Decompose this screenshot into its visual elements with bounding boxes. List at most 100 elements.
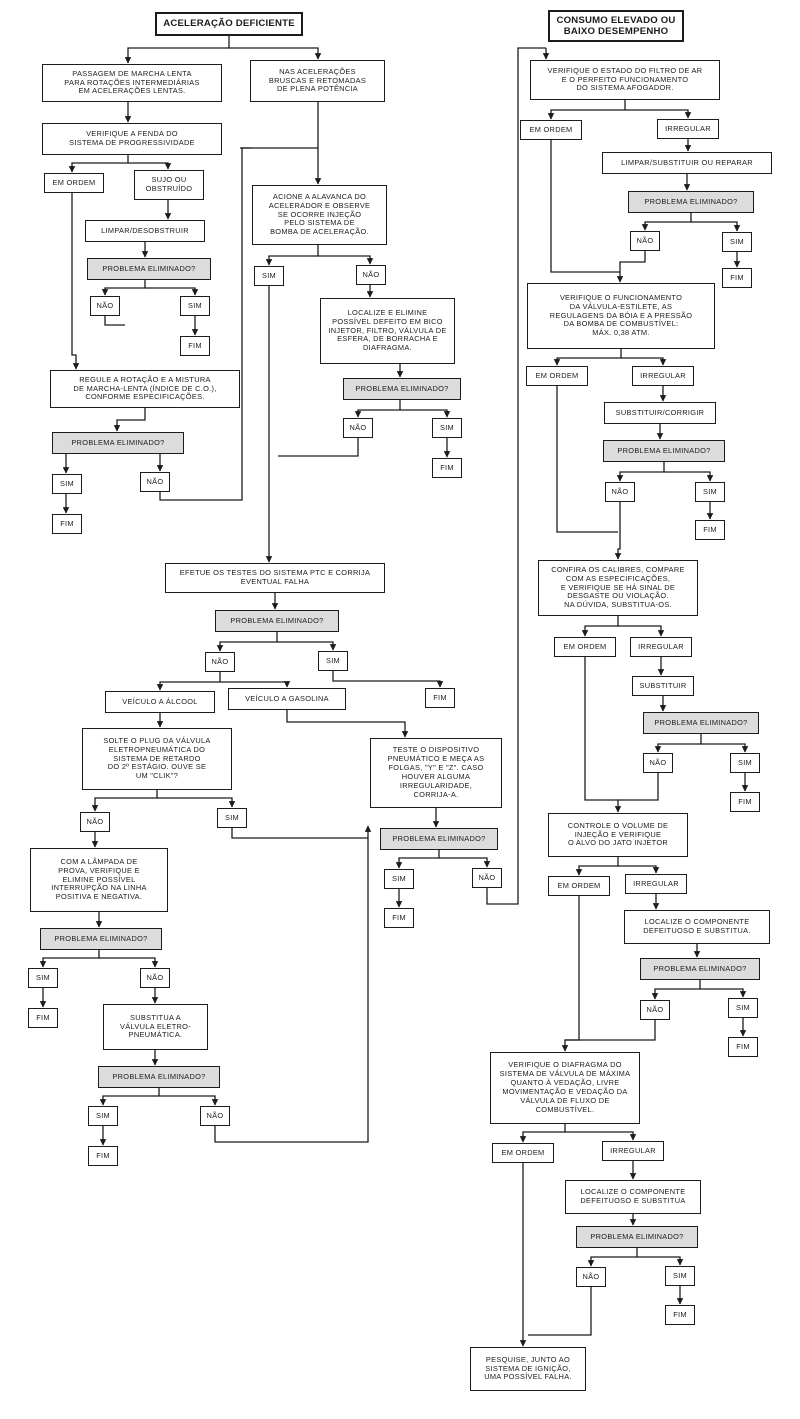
connector-36 [286, 710, 409, 738]
connector-48 [159, 1095, 219, 1106]
answer-nao-2: NÃO [140, 472, 170, 492]
answer-nao-6: NÃO [80, 812, 110, 832]
answer-nao-5: NÃO [205, 652, 235, 672]
connector-82 [614, 773, 659, 813]
connector-71 [664, 471, 714, 482]
decision-problema-eliminado-3: PROBLEMA ELIMINADO? [343, 378, 461, 400]
answer-sim-13: SIM [728, 998, 758, 1018]
connector-53 [439, 857, 491, 868]
answer-sim-3: SIM [254, 266, 284, 286]
branch-sujo-obstruido: SUJO OU OBSTRUÍDO [134, 170, 204, 200]
end-fim-12: FIM [665, 1305, 695, 1325]
connector-57 [547, 100, 626, 120]
connector-38 [157, 797, 236, 808]
connector-8 [101, 280, 146, 296]
connector-9 [145, 287, 199, 296]
branch-em-ordem-filtro: EM ORDEM [520, 120, 582, 140]
answer-sim-11: SIM [695, 482, 725, 502]
connector-11 [104, 316, 125, 326]
connector-62 [691, 221, 741, 232]
answer-sim-6: SIM [217, 808, 247, 828]
answer-sim-10: SIM [722, 232, 752, 252]
answer-nao-4: NÃO [343, 418, 373, 438]
decision-problema-eliminado-7: PROBLEMA ELIMINADO? [98, 1066, 220, 1088]
connector-80 [701, 743, 749, 753]
connector-34 [220, 681, 291, 688]
answer-nao-13: NÃO [640, 1000, 670, 1020]
answer-nao-14: NÃO [576, 1267, 606, 1287]
step-verifique-diafragma: VERIFIQUE O DIAFRAGMA DO SISTEMA DE VÁLV… [490, 1052, 640, 1124]
connector-65 [550, 140, 620, 273]
step-teste-dispositivo: TESTE O DISPOSITIVO PNEUMÁTICO E MEÇA AS… [370, 738, 502, 808]
step-localize-elimine-bico: LOCALIZE E ELIMINE POSSÍVEL DEFEITO EM B… [320, 298, 455, 364]
step-localize-componente-1: LOCALIZE O COMPONENTE DEFEITUOSO E SUBST… [624, 910, 770, 944]
connector-20 [265, 245, 319, 266]
decision-problema-eliminado-4: PROBLEMA ELIMINADO? [215, 610, 339, 632]
connector-42 [39, 950, 100, 968]
answer-sim-4: SIM [432, 418, 462, 438]
decision-problema-eliminado-2: PROBLEMA ELIMINADO? [52, 432, 184, 454]
answer-sim-5: SIM [318, 651, 348, 671]
step-lampada-prova: COM A LÂMPADA DE PROVA, VERIFIQUE E ELIM… [30, 848, 168, 912]
end-fim-4: FIM [425, 688, 455, 708]
step-verifique-valvula-estilete: VERIFIQUE O FUNCIONAMENTO DA VÁLVULA-EST… [527, 283, 715, 349]
connector-84 [575, 857, 619, 876]
decision-problema-eliminado-10: PROBLEMA ELIMINADO? [643, 712, 759, 734]
branch-irregular-diafragma: IRREGULAR [602, 1141, 664, 1161]
end-fim-5: FIM [384, 908, 414, 928]
step-verifique-filtro-ar: VERIFIQUE O ESTADO DO FILTRO DE AR E O P… [530, 60, 720, 100]
step-controle-volume: CONTROLE O VOLUME DE INJEÇÃO E VERIFIQUE… [548, 813, 688, 857]
decision-problema-eliminado-8: PROBLEMA ELIMINADO? [628, 191, 754, 213]
answer-sim-14: SIM [665, 1266, 695, 1286]
title-aceleracao-deficiente: ACELERAÇÃO DEFICIENTE [155, 12, 303, 36]
connector-94 [565, 1131, 637, 1141]
decision-problema-eliminado-5: PROBLEMA ELIMINADO? [380, 828, 498, 850]
connector-55 [486, 47, 546, 905]
answer-nao-1: NÃO [90, 296, 120, 316]
connector-13 [113, 408, 146, 432]
connector-12 [71, 193, 80, 370]
connector-58 [625, 109, 692, 119]
connector-79 [654, 734, 702, 753]
connector-4 [68, 155, 129, 173]
branch-em-ordem-fenda: EM ORDEM [44, 173, 104, 193]
connector-74 [556, 386, 618, 533]
step-localize-componente-2: LOCALIZE O COMPONENTE DEFEITUOSO E SUBST… [565, 1180, 701, 1214]
connector-64 [616, 251, 646, 283]
decision-problema-eliminado-9: PROBLEMA ELIMINADO? [603, 440, 725, 462]
connector-37 [91, 790, 158, 812]
connector-39 [231, 828, 368, 839]
connector-100 [528, 1287, 592, 1336]
answer-sim-8: SIM [28, 968, 58, 988]
connector-88 [651, 980, 701, 1000]
connector-61 [641, 213, 692, 231]
answer-nao-3: NÃO [356, 265, 386, 285]
step-limpar-substituir-reparar: LIMPAR/SUBSTITUIR OU REPARAR [602, 152, 772, 174]
connector-32 [332, 671, 444, 688]
answer-nao-7: NÃO [472, 868, 502, 888]
connector-67 [621, 357, 667, 366]
answer-nao-10: NÃO [630, 231, 660, 251]
connector-89 [700, 988, 747, 998]
branch-irregular-valvula: IRREGULAR [632, 366, 694, 386]
connector-50 [214, 825, 372, 1143]
branch-em-ordem-calibres: EM ORDEM [554, 637, 616, 657]
connector-85 [618, 865, 660, 874]
connector-97 [587, 1248, 638, 1267]
connector-98 [637, 1256, 684, 1266]
branch-em-ordem-volume: EM ORDEM [548, 876, 610, 896]
answer-sim-9: SIM [88, 1106, 118, 1126]
end-fim-7: FIM [88, 1146, 118, 1166]
step-pesquise-ignicao: PESQUISE, JUNTO AO SISTEMA DE IGNIÇÃO, U… [470, 1347, 586, 1391]
connector-92 [565, 896, 580, 1041]
branch-irregular-filtro: IRREGULAR [657, 119, 719, 139]
step-substitua-valvula: SUBSTITUA A VÁLVULA ELETRO- PNEUMÁTICA. [103, 1004, 208, 1050]
connector-24 [354, 400, 401, 418]
decision-problema-eliminado-6: PROBLEMA ELIMINADO? [40, 928, 162, 950]
connector-91 [561, 1020, 656, 1052]
decision-problema-eliminado-1: PROBLEMA ELIMINADO? [87, 258, 211, 280]
connector-30 [216, 632, 278, 652]
answer-sim-12: SIM [730, 753, 760, 773]
step-limpar-desobstruir: LIMPAR/DESOBSTRUIR [85, 220, 205, 242]
